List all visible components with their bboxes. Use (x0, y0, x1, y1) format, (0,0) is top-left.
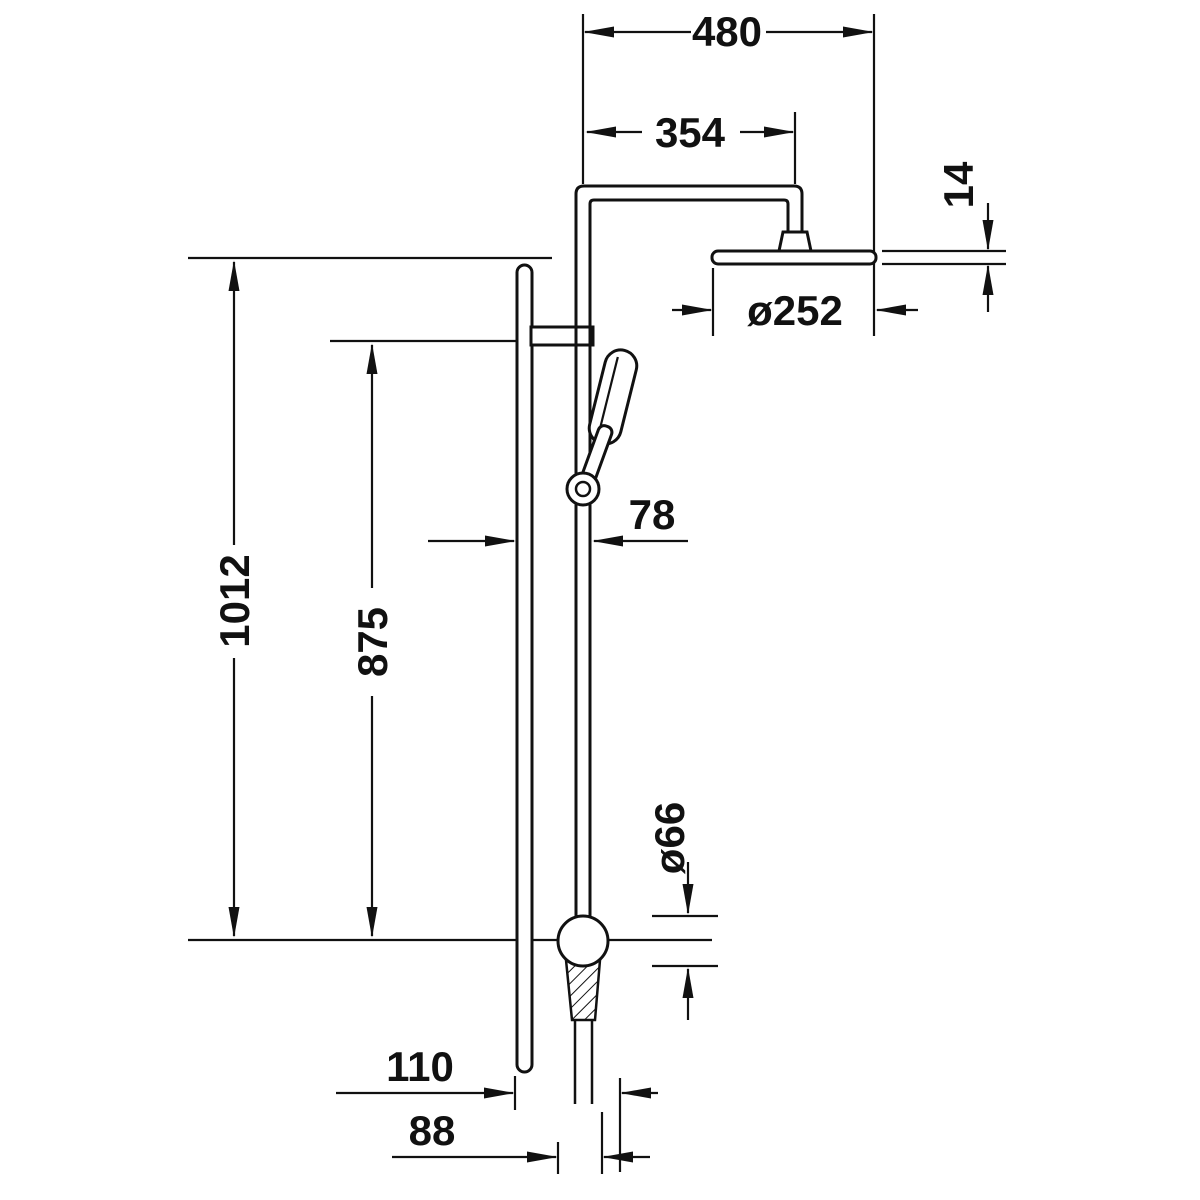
dimension-78: 78 (428, 491, 688, 547)
dimension-label-88: 88 (409, 1107, 456, 1154)
slider-bracket (529, 325, 595, 347)
dimension-label-1012: 1012 (211, 554, 258, 647)
dimension-252: ø252 (672, 268, 918, 336)
dimension-110: 110 (336, 1043, 658, 1172)
dimension-14: 14 (882, 161, 1006, 312)
dimension-88: 88 (392, 1107, 650, 1174)
head-connector (777, 230, 813, 253)
diverter-knob (556, 914, 610, 968)
dimension-66: ø66 (646, 802, 718, 1020)
dimension-1012: 1012 (211, 260, 258, 938)
holder-ring (565, 471, 601, 507)
dimension-label-14: 14 (935, 161, 982, 208)
hand-shower-face-line (597, 356, 619, 435)
dimension-label-480: 480 (692, 8, 762, 55)
dimension-label-110: 110 (386, 1043, 454, 1090)
hose-fitting-hatched (564, 958, 602, 1022)
shower-system (515, 184, 878, 1104)
dimension-label-78: 78 (629, 491, 676, 538)
riser-pipe-inner (588, 198, 790, 916)
dimension-label-66: ø66 (646, 802, 693, 874)
dimension-label-354: 354 (655, 109, 726, 156)
wall-bar (515, 263, 534, 1074)
dimension-label-252: ø252 (747, 287, 843, 334)
overhead-shower-head (710, 249, 878, 266)
riser-pipe-outer (574, 184, 804, 916)
holder-ring-inner (574, 480, 592, 498)
dimension-480: 480 (581, 8, 876, 336)
dimension-label-875: 875 (349, 607, 396, 677)
hand-shower (565, 348, 639, 507)
dimension-354: 354 (585, 109, 797, 184)
